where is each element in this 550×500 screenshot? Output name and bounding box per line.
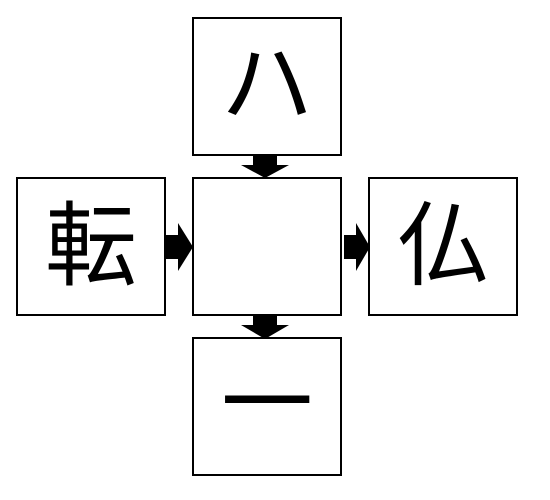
- box-center-blank[interactable]: [192, 177, 342, 316]
- arrow-right-left-to-center: [166, 223, 193, 271]
- box-top-character: ハ: [220, 30, 313, 138]
- box-left-character: 転: [44, 192, 137, 300]
- box-left: 転: [16, 177, 166, 316]
- box-bottom: 一: [192, 337, 342, 476]
- box-right-character: 仏: [396, 192, 489, 300]
- arrow-right-center-to-right: [344, 223, 370, 271]
- box-right: 仏: [368, 177, 518, 316]
- arrow-down-center-to-bottom: [241, 315, 289, 339]
- box-top: ハ: [192, 17, 342, 156]
- box-bottom-character: 一: [220, 349, 313, 457]
- arrow-down-top-to-center: [241, 155, 289, 178]
